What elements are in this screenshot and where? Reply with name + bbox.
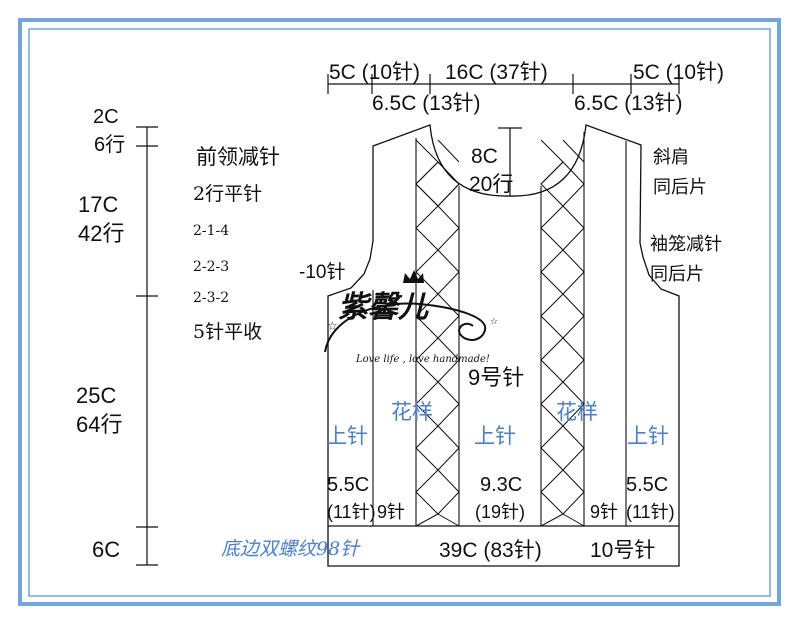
pattern-right: 花样: [556, 401, 598, 424]
watermark-name: 紫馨儿: [338, 290, 429, 325]
panel-dividers: [372, 132, 627, 526]
needle-9: 9号针: [468, 365, 524, 390]
watermark-logo: 紫馨儿 Love life , love handmade! ☆ ☆: [324, 270, 498, 365]
hem-title: 底边双螺纹98针: [221, 538, 361, 560]
edge-left-st: (11针): [327, 502, 376, 522]
edge-right-cm: 5.5C: [626, 474, 668, 496]
watermark-tagline: Love life , love handmade!: [355, 354, 490, 365]
note-shoulder-b: 同后片: [653, 177, 707, 198]
edge-right-st: (11针): [626, 502, 675, 522]
star-icon: ☆: [327, 319, 338, 333]
neck-dec-line4: 2-3-2: [193, 290, 229, 306]
center-cm: 9.3C: [480, 474, 522, 496]
neck-dec-line3: 2-2-3: [193, 259, 229, 275]
dim-left-shoulder: 5C (10针): [329, 61, 420, 84]
purl-center: 上针: [474, 425, 516, 448]
pattern-left: 花样: [391, 401, 433, 424]
hem-width: 39C (83针): [439, 539, 542, 562]
scale-17c: 17C: [78, 192, 118, 217]
outer-frame: [18, 18, 781, 606]
scale-6rows: 6行: [94, 133, 125, 156]
note-shoulder-a: 斜肩: [653, 147, 689, 168]
scale-42rows: 42行: [78, 221, 124, 246]
scale-64rows: 64行: [76, 412, 122, 437]
edge-left-9: 9针: [377, 502, 405, 522]
scale-6c: 6C: [92, 537, 120, 562]
purl-right: 上针: [627, 425, 669, 448]
dim-right-inner: 6.5C (13针): [574, 92, 683, 115]
dim-neck-width: 16C (37针): [445, 61, 548, 84]
cable-right: [540, 139, 585, 527]
dim-left-inner: 6.5C (13针): [372, 92, 481, 115]
armhole-label: -10针: [299, 261, 345, 283]
watermark-swirl: [324, 302, 487, 353]
scale-2c: 2C: [93, 106, 119, 128]
note-sleeve-a: 袖笼减针: [650, 234, 722, 255]
top-dim-lines: [327, 74, 680, 94]
center-st: (19针): [475, 502, 525, 522]
neck-dec-line5: 5针平收: [193, 321, 262, 343]
neck-depth-cm: 8C: [471, 145, 498, 168]
edge-right-9: 9针: [590, 502, 618, 522]
dim-right-shoulder: 5C (10针): [633, 61, 724, 84]
star-icon-2: ☆: [490, 316, 498, 326]
edge-left-cm: 5.5C: [327, 474, 369, 496]
hem-needle: 10号针: [590, 539, 655, 562]
cable-left: [415, 139, 460, 527]
scale-25c: 25C: [76, 383, 116, 408]
neck-dec-line1: 2行平针: [193, 183, 262, 205]
inner-frame: [28, 28, 771, 597]
left-scale: [136, 126, 158, 566]
purl-left: 上针: [326, 425, 368, 448]
crown-icon: [403, 270, 424, 283]
garment-outline: [327, 124, 680, 567]
neck-dec-line2: 2-1-4: [193, 223, 229, 239]
neck-depth-rows: 20行: [469, 173, 513, 196]
note-sleeve-b: 同后片: [650, 264, 704, 285]
neck-dec-title: 前领减针: [196, 145, 280, 169]
